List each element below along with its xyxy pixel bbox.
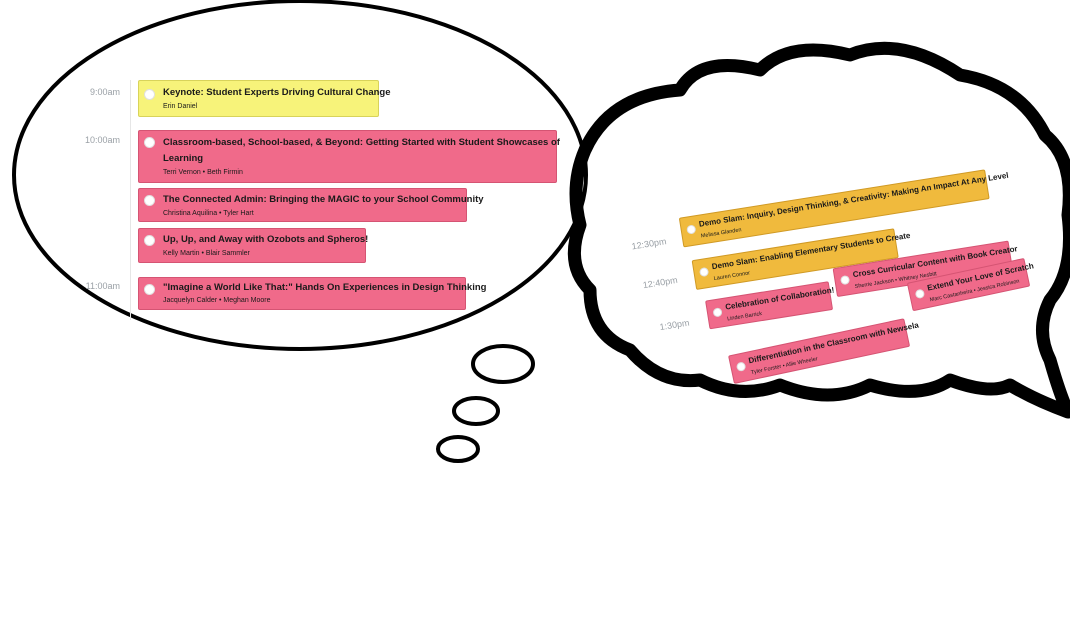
session-status-icon [914,288,926,300]
session-title-line2: Learning [163,153,204,164]
session-card[interactable]: Differentiation in the Classroom with Ne… [728,318,920,385]
session-speakers: Christina Aquilina • Tyler Hart [163,210,254,217]
session-speakers: Terri Vernon • Beth Firmin [163,169,243,176]
session-status-icon [735,361,747,373]
session-title: Differentiation in the Classroom with Ne… [747,320,920,366]
session-speakers: Kelly Martin • Blair Sammler [163,250,250,257]
session-speakers: Jacquelyn Calder • Meghan Moore [163,297,271,304]
thought-dot-large [471,344,535,384]
session-status-icon [144,235,155,246]
time-label: 11:00am [85,281,120,291]
session-card[interactable]: Keynote: Student Experts Driving Cultura… [138,80,391,117]
thought-dot-small [436,435,480,463]
session-title: Keynote: Student Experts Driving Cultura… [163,87,391,98]
session-title: Classroom-based, School-based, & Beyond:… [163,137,560,148]
session-title: The Connected Admin: Bringing the MAGIC … [163,194,484,205]
session-card[interactable]: Classroom-based, School-based, & Beyond:… [138,130,560,183]
session-card[interactable]: The Connected Admin: Bringing the MAGIC … [138,188,484,222]
session-card[interactable]: "Imagine a World Like That:" Hands On Ex… [138,277,486,310]
time-label: 10:00am [84,135,120,145]
session-title: "Imagine a World Like That:" Hands On Ex… [163,282,487,293]
time-label: 9:00am [89,87,120,97]
thought-bubble-outline [12,0,588,463]
speech-bubble-outline [567,41,1070,419]
session-status-icon [144,137,155,148]
session-status-icon [144,284,155,295]
timeline-divider [130,80,131,320]
session-card[interactable]: Up, Up, and Away with Ozobots and Sphero… [138,228,369,263]
thought-dot-medium [452,396,500,426]
session-status-icon [144,195,155,206]
session-status-icon [144,89,155,100]
session-speakers: Erin Daniel [163,103,198,110]
session-title: Up, Up, and Away with Ozobots and Sphero… [163,234,369,245]
session-card[interactable]: Extend Your Love of Scratch Marc Castanh… [906,257,1035,312]
